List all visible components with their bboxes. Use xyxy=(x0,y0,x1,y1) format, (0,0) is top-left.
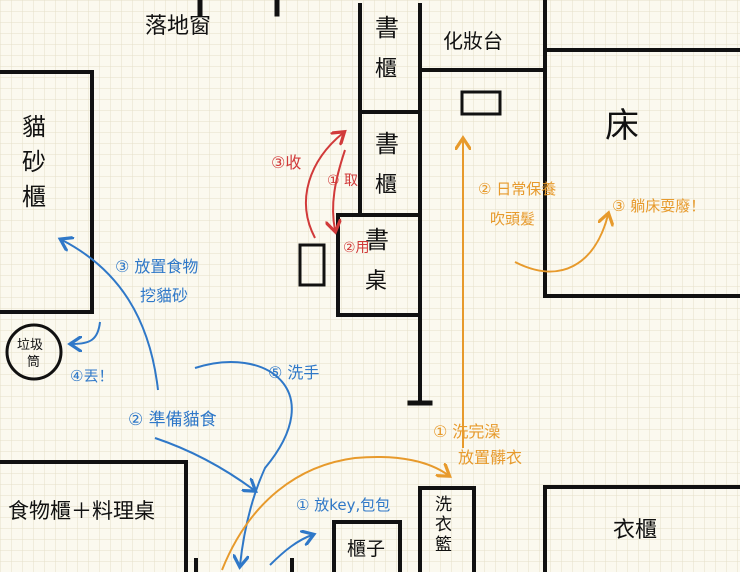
label-wardrobe: 衣櫃 xyxy=(613,518,657,543)
note-blue-2: ② 準備貓食 xyxy=(128,410,217,430)
label-bookshelf2-2: 櫃 xyxy=(375,173,397,198)
note-red-1: ① 取 xyxy=(327,173,358,189)
trash-can-outline xyxy=(5,323,63,381)
arrow-blue-to-litter xyxy=(62,240,159,391)
label-window: 落地窗 xyxy=(145,14,211,39)
label-cat-litter-2: 砂 xyxy=(22,148,46,176)
arrow-blue-prepare-food xyxy=(154,437,254,490)
label-laundry-2: 衣 xyxy=(435,515,452,535)
note-orange-2b: 吹頭髮 xyxy=(490,210,535,228)
label-bookshelf1-1: 書 xyxy=(375,14,399,42)
arrow-orange-to-bed xyxy=(514,215,608,273)
note-orange-1a: ① 洗完澡 xyxy=(433,422,500,441)
label-bookshelf1-2: 櫃 xyxy=(375,57,397,82)
note-blue-3b: 挖貓砂 xyxy=(140,286,188,305)
arrow-blue-enter xyxy=(269,535,312,566)
note-orange-2a: ② 日常保養 xyxy=(478,180,556,198)
arrow-orange-to-laundry xyxy=(221,455,448,571)
label-trash-2: 筒 xyxy=(27,354,40,370)
note-red-2: ②用 xyxy=(343,240,370,256)
note-blue-1: ① 放key,包包 xyxy=(296,496,390,514)
label-laundry-3: 籃 xyxy=(435,535,452,555)
arrow-blue-wash-hands xyxy=(194,361,293,565)
note-orange-1b: 放置髒衣 xyxy=(458,448,522,467)
label-cat-litter-3: 櫃 xyxy=(22,183,46,211)
desk-outline xyxy=(336,213,422,317)
label-desk-2: 桌 xyxy=(365,269,387,294)
cabinet-outline xyxy=(332,520,402,572)
laundry-basket-outline xyxy=(418,486,476,572)
arrow-red-take xyxy=(333,149,346,230)
label-desk-1: 書 xyxy=(365,226,389,254)
food-cabinet-outline xyxy=(0,460,188,572)
note-blue-5: ⑤ 洗手 xyxy=(268,363,319,382)
chair-outline xyxy=(298,243,326,287)
note-blue-3a: ③ 放置食物 xyxy=(115,257,198,276)
vanity-stool xyxy=(460,90,502,116)
label-trash-1: 垃圾 xyxy=(17,338,43,353)
label-cat-litter-1: 貓 xyxy=(22,113,46,141)
label-food-cabinet: 食物櫃＋料理桌 xyxy=(8,499,155,523)
wardrobe-outline xyxy=(543,485,740,572)
label-bed: 床 xyxy=(605,106,639,146)
label-bookshelf2-1: 書 xyxy=(375,130,399,158)
label-cabinet: 櫃子 xyxy=(347,538,385,560)
note-orange-3: ③ 躺床耍廢！ xyxy=(612,197,705,215)
label-vanity: 化妝台 xyxy=(443,29,503,53)
label-laundry-1: 洗 xyxy=(435,495,452,515)
cat-litter-cabinet-outline xyxy=(0,70,94,314)
arrow-blue-to-trash xyxy=(72,321,101,344)
note-blue-4: ④丟！ xyxy=(70,367,113,385)
arrow-red-return xyxy=(305,133,343,239)
note-red-3: ③收 xyxy=(271,153,301,172)
bed-outline xyxy=(543,48,740,298)
